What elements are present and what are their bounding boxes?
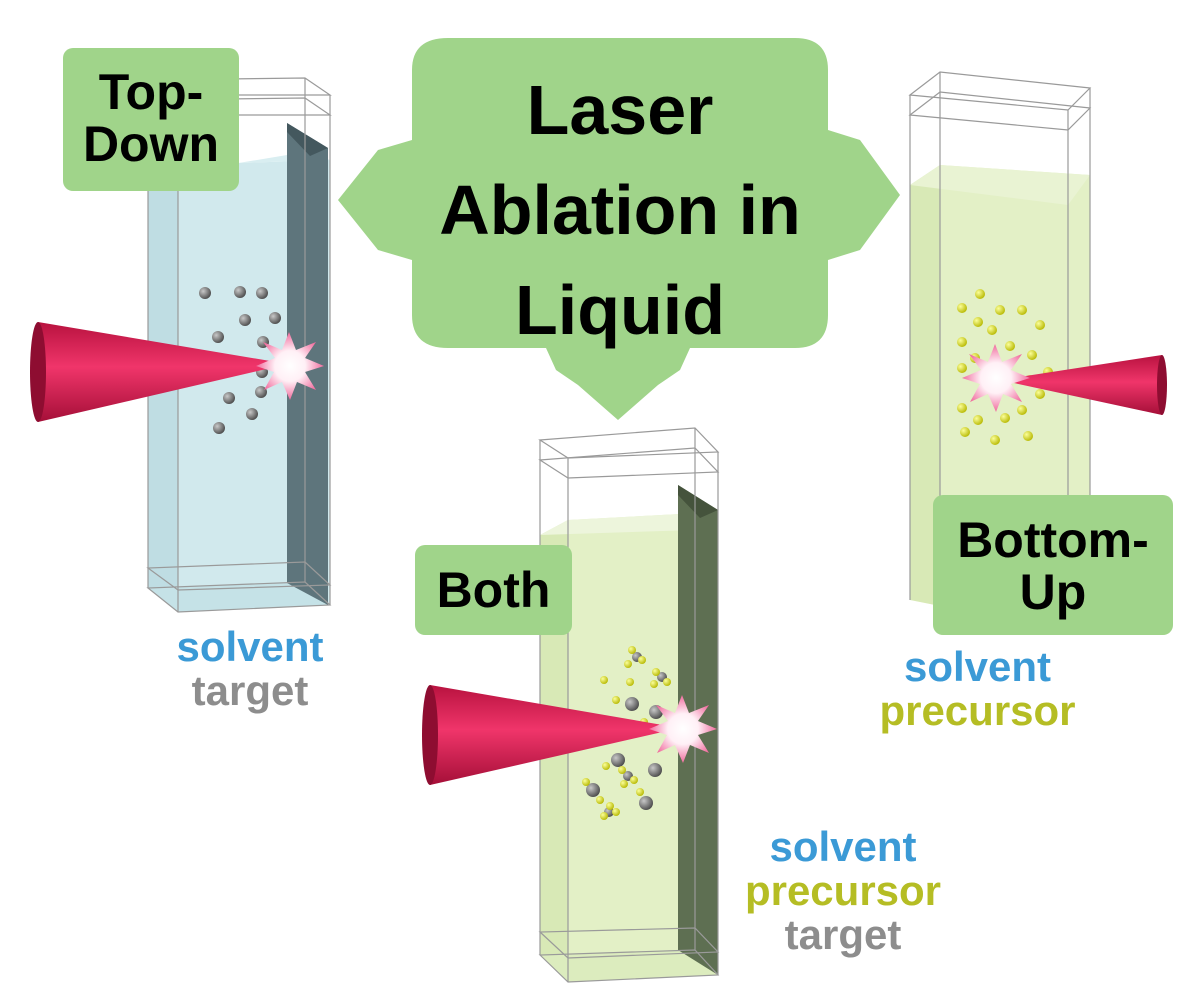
- top-down-cuvette: [146, 77, 332, 613]
- top-down-flash: [256, 332, 324, 400]
- legend-target: target: [784, 911, 902, 958]
- both-particles: [582, 646, 671, 820]
- title-line-3: Liquid: [515, 271, 725, 349]
- both-label-text: Both: [436, 562, 551, 618]
- both-flash: [649, 695, 717, 763]
- title-line-1: Laser: [526, 71, 714, 149]
- bottom-up-label-line-2: Up: [1019, 564, 1087, 620]
- both-label-box: [415, 545, 572, 635]
- top-down-label-box: [63, 48, 239, 191]
- legend-solvent: solvent: [903, 643, 1052, 690]
- top-down-particles: [199, 286, 281, 434]
- both-label: Both: [415, 564, 572, 616]
- bottom-up-label-box: [933, 495, 1173, 635]
- bottom-up-legend: solvent precursor: [860, 645, 1095, 733]
- top-down-label-line-2: Down: [82, 116, 220, 172]
- title-callout-box: [338, 38, 900, 420]
- bottom-up-label: Bottom- Up: [933, 514, 1173, 618]
- bottom-up-laser-beam: [1000, 355, 1167, 415]
- top-down-label: Top- Down: [63, 66, 239, 170]
- top-down-label-line-1: Top-: [98, 64, 204, 120]
- both-legend: solvent precursor target: [728, 825, 958, 957]
- title-line-2: Ablation in: [439, 171, 801, 249]
- both-laser-beam: [422, 685, 680, 785]
- top-down-laser-beam: [30, 322, 288, 422]
- diagram-title: Laser Ablation in Liquid: [405, 60, 835, 360]
- legend-solvent: solvent: [176, 623, 324, 670]
- legend-solvent: solvent: [769, 823, 917, 870]
- top-down-legend: solvent target: [150, 625, 350, 713]
- legend-target: target: [191, 667, 309, 714]
- legend-precursor: precursor: [879, 687, 1076, 734]
- legend-precursor: precursor: [744, 867, 942, 914]
- bottom-up-label-line-1: Bottom-: [957, 512, 1149, 568]
- bottom-up-flash: [962, 344, 1030, 412]
